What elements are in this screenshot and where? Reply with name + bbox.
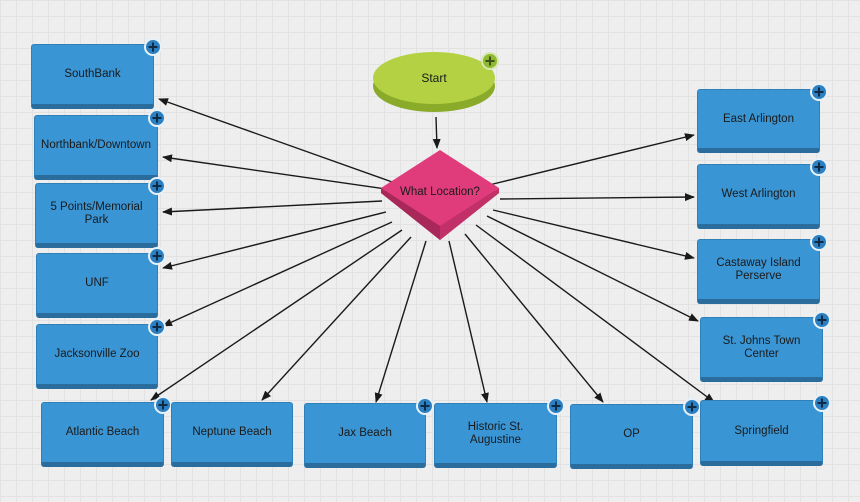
add-icon[interactable] [148, 109, 166, 127]
node-label: Springfield [734, 424, 789, 437]
node-jacksonville-zoo[interactable]: Jacksonville Zoo [36, 318, 166, 389]
node-west-arlington[interactable]: West Arlington [697, 158, 828, 229]
start-node-label: Start [373, 52, 495, 104]
arrow-to-jacksonville-zoo [162, 221, 393, 327]
decision-diamond-shape [381, 150, 499, 240]
add-icon[interactable] [813, 394, 831, 412]
arrow-to-southbank [158, 98, 396, 184]
node-atlantic-beach[interactable]: Atlantic Beach [41, 396, 172, 467]
decision-node[interactable]: What Location? [381, 148, 499, 248]
node-label: Jax Beach [338, 427, 392, 439]
node-springfield[interactable]: Springfield [700, 394, 831, 466]
start-to-decision-arrow [432, 116, 441, 149]
node-neptune-beach[interactable]: Neptune Beach [171, 402, 293, 467]
add-icon[interactable] [144, 38, 162, 56]
arrow-to-neptune-beach [261, 236, 412, 401]
add-icon[interactable] [813, 311, 831, 329]
add-icon[interactable] [148, 318, 166, 336]
add-icon[interactable] [683, 398, 701, 416]
node-historic-st-augustine[interactable]: Historic St. Augustine [434, 397, 565, 468]
add-icon[interactable] [810, 233, 828, 251]
add-icon[interactable] [810, 83, 828, 101]
arrow-to-atlantic-beach [150, 229, 403, 401]
start-add-icon[interactable] [481, 52, 499, 70]
node-op[interactable]: OP [570, 398, 701, 469]
node-label: Historic St. Augustine [467, 420, 524, 446]
add-icon[interactable] [154, 396, 172, 414]
add-icon[interactable] [810, 158, 828, 176]
arrow-to-west-arlington [499, 193, 695, 202]
add-icon[interactable] [416, 397, 434, 415]
arrow-to-jax-beach [374, 240, 427, 403]
decision-node-label: What Location? [400, 186, 480, 198]
node-label: Northbank/Downtown [41, 139, 151, 151]
node-label: Atlantic Beach [65, 426, 140, 438]
node-castaway-island-perserve[interactable]: Castaway Island Perserve [697, 233, 828, 304]
node-label: OP [623, 428, 640, 440]
arrow-to-historic-st-augustine [448, 240, 489, 403]
arrow-to-op [464, 233, 604, 403]
arrow-to-northbank [162, 154, 387, 190]
node-label: SouthBank [64, 68, 121, 80]
arrow-to-st-johns [486, 215, 699, 322]
node-jax-beach[interactable]: Jax Beach [304, 397, 434, 468]
arrow-to-unf [162, 211, 387, 270]
arrow-to-castaway [492, 209, 695, 260]
add-icon[interactable] [148, 177, 166, 195]
arrow-to-5-points [162, 200, 383, 216]
node-label: UNF [85, 277, 109, 289]
arrow-to-east-arlington [488, 133, 695, 186]
node-east-arlington[interactable]: East Arlington [697, 83, 828, 153]
add-icon[interactable] [547, 397, 565, 415]
node-northbank-downtown[interactable]: Northbank/Downtown [34, 109, 166, 180]
node-label: 5 Points/Memorial Park [50, 200, 143, 226]
add-icon[interactable] [148, 247, 166, 265]
node-label: St. Johns Town Center [722, 334, 801, 360]
node-label: Neptune Beach [192, 426, 272, 438]
node-unf[interactable]: UNF [36, 247, 166, 318]
node-5-points-memorial-park[interactable]: 5 Points/Memorial Park [35, 177, 166, 248]
node-label: West Arlington [721, 188, 796, 200]
node-southbank[interactable]: SouthBank [31, 38, 162, 109]
node-label: East Arlington [723, 112, 794, 125]
node-label: Castaway Island Perserve [716, 256, 801, 282]
arrow-to-springfield [475, 224, 715, 403]
start-node[interactable]: Start [373, 52, 499, 112]
node-label: Jacksonville Zoo [54, 348, 140, 360]
node-st-johns-town-center[interactable]: St. Johns Town Center [700, 311, 831, 382]
